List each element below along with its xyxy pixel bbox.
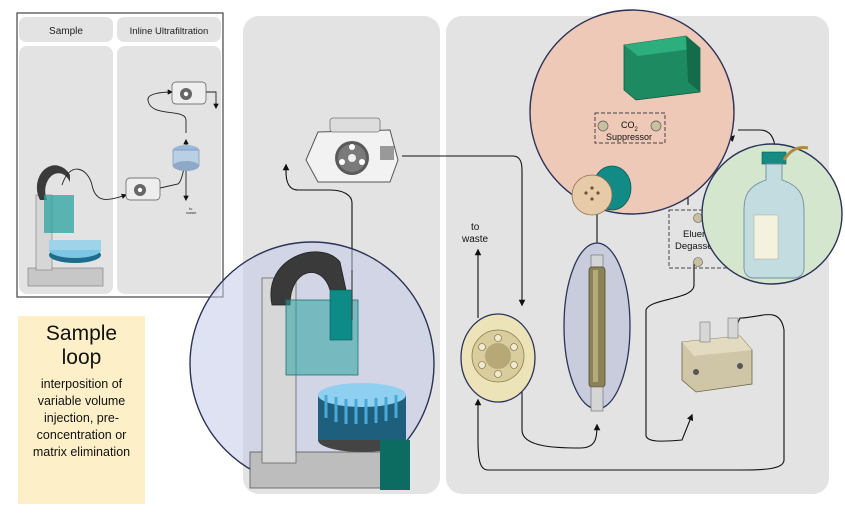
sample-loop-note: Sample loop interposition of variable vo… [18,316,145,504]
note-title-line2: loop [61,346,102,369]
inset-tab-ultrafiltration-label: Inline Ultrafiltration [130,26,209,37]
inset-peristaltic-pump-1 [125,177,161,201]
eluent-bottle [743,146,809,279]
note-title-line1: Sample [45,322,118,345]
inset-peristaltic-pump-2 [171,81,207,105]
separation-column [588,254,606,412]
detector-box [623,35,701,101]
inset-autosampler-illustration [27,165,104,287]
inset-waste-label-2: waste [186,210,197,215]
co2-label: CO2 [621,120,639,133]
inset-tab-sample[interactable] [19,17,113,42]
inset-tab-ultrafiltration[interactable] [117,17,221,42]
inset-panel: Sample Inline Ultrafiltration [16,12,224,298]
to-waste-label: to [471,222,480,233]
suppressor-highlight [529,9,735,215]
co2-suppressor: CO2 Suppressor [594,112,666,144]
injection-valve [471,329,525,383]
autosampler-illustration [249,251,410,490]
degasser-label: Degasser [675,241,716,252]
inset-tab-sample-label: Sample [49,26,83,37]
main-peristaltic-pump [305,117,399,183]
note-body: interposition of variable volume injecti… [32,377,131,459]
suppressor-module [571,165,632,216]
suppressor-label: Suppressor [606,132,652,142]
inset-ultrafiltration-cell [172,145,200,171]
to-waste-label-2: waste [461,234,489,245]
inset-waste-label: to [189,206,193,211]
high-pressure-pump [681,317,753,393]
eluent-label: Eluent [683,229,710,240]
